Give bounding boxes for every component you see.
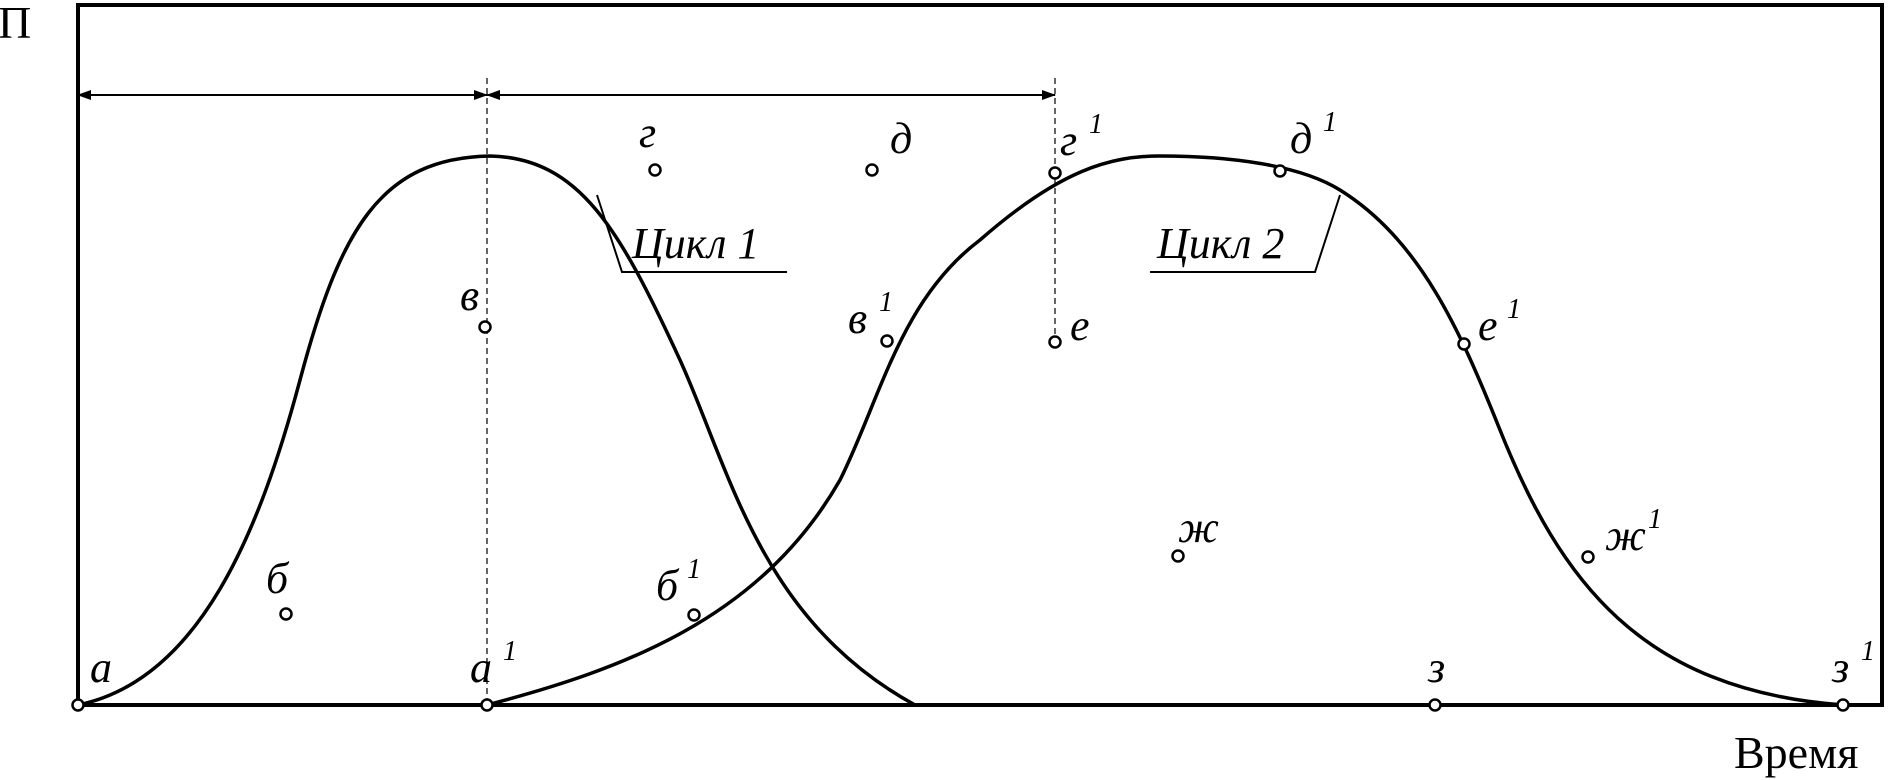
point-zh-label: ж: [1178, 503, 1219, 552]
point-z1-label: з: [1831, 643, 1849, 692]
point-g-label: г: [639, 108, 656, 157]
cycle-1-label: Цикл 1: [631, 219, 759, 268]
point-v-label: в: [460, 271, 479, 320]
x-axis-label: Время: [1734, 727, 1858, 778]
point-b-label: б: [266, 554, 290, 603]
point-g-marker: [648, 163, 662, 177]
point-zh-marker: [1171, 549, 1185, 563]
point-e-marker: [1048, 335, 1062, 349]
point-e1-sup: 1: [1507, 294, 1521, 325]
point-d1-label: д: [1290, 114, 1312, 163]
point-a1-marker: [480, 698, 494, 712]
cycle-2-curve: [486, 154, 1844, 707]
point-v-marker: [478, 320, 492, 334]
point-v1-marker: [880, 334, 894, 348]
point-e1-label: е: [1478, 301, 1498, 350]
point-z-label: з: [1427, 643, 1445, 692]
cycle-2-label: Цикл 2: [1156, 219, 1284, 268]
point-a1-label: а: [470, 643, 492, 692]
point-g1-sup: 1: [1089, 109, 1103, 140]
y-axis-label: П: [0, 0, 31, 48]
point-d1-sup: 1: [1323, 107, 1337, 138]
point-d1-marker: [1273, 164, 1287, 178]
point-v1-label: в: [848, 294, 867, 343]
point-b1-marker: [687, 608, 701, 622]
cycle-2-leader: [1150, 194, 1341, 273]
point-b1-sup: 1: [687, 554, 701, 585]
point-z1-marker: [1836, 698, 1850, 712]
point-a-label: а: [90, 643, 112, 692]
point-v1-sup: 1: [879, 287, 893, 318]
point-d-marker: [865, 163, 879, 177]
point-z-marker: [1428, 698, 1442, 712]
point-b1-label: б: [656, 561, 680, 610]
point-z1-sup: 1: [1861, 636, 1875, 667]
cycle-1-leader: [596, 194, 787, 273]
point-d-label: д: [890, 114, 912, 163]
point-zh1-sup: 1: [1648, 504, 1662, 535]
point-zh1-label: ж: [1605, 511, 1646, 560]
point-a1-sup: 1: [503, 636, 517, 667]
point-zh1-marker: [1581, 550, 1595, 564]
frame-border: [76, 3, 1884, 707]
point-b-marker: [279, 607, 293, 621]
point-e-label: е: [1070, 301, 1090, 350]
point-e1-marker: [1457, 337, 1471, 351]
point-g1-label: г: [1060, 116, 1077, 165]
cycle-1-curve: [77, 154, 916, 707]
point-a-marker: [71, 698, 85, 712]
point-g1-marker: [1048, 166, 1062, 180]
